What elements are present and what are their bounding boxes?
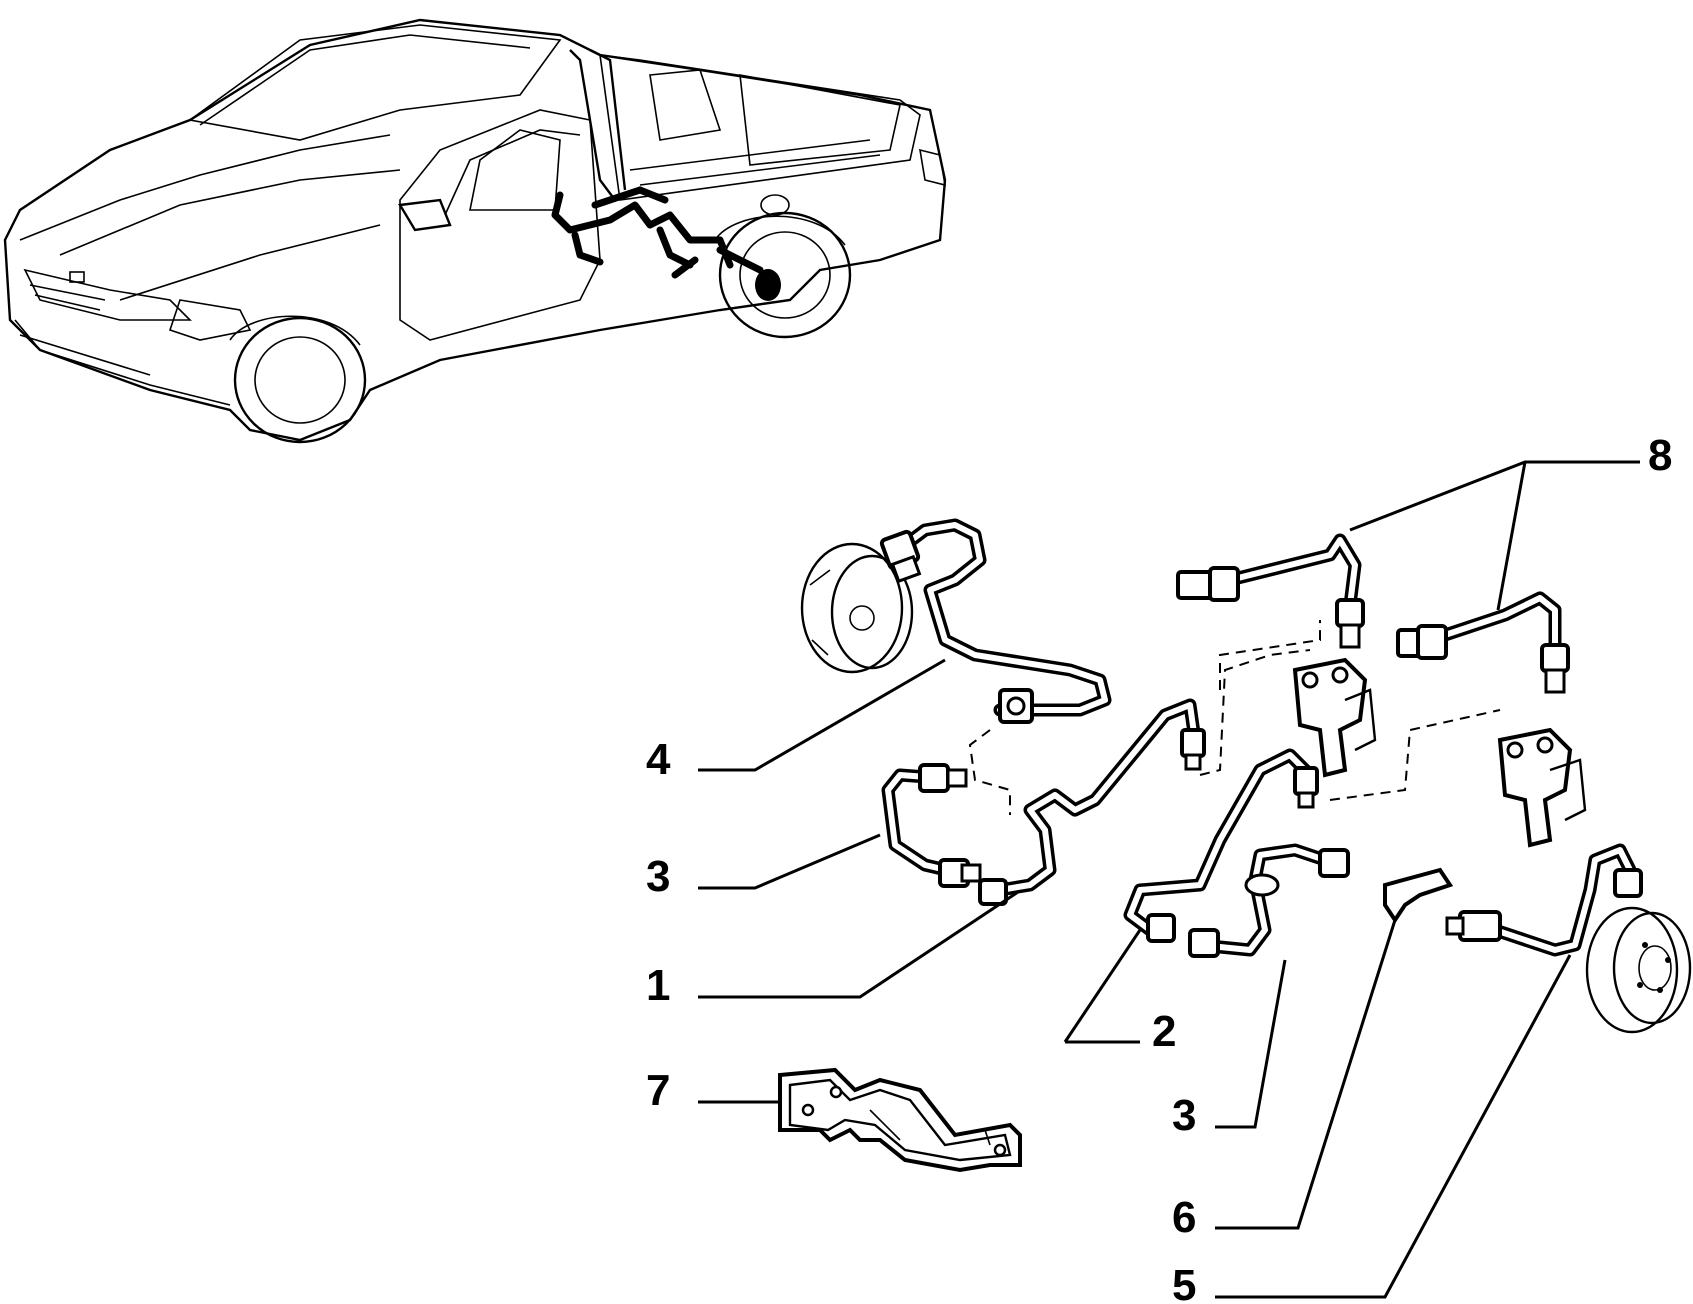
part-8-link-dashed bbox=[1219, 620, 1321, 690]
regulator-link-dashed bbox=[1329, 709, 1501, 801]
part-3-right-pipe bbox=[1188, 843, 1350, 958]
part-1-link-dashed bbox=[1199, 649, 1311, 776]
brake-regulator-lower bbox=[1497, 727, 1587, 848]
part-3-left-pipe bbox=[881, 763, 982, 888]
callout-2: 2 bbox=[1152, 1007, 1176, 1056]
callout-5: 5 bbox=[1172, 1261, 1196, 1304]
part-8-upper-hose bbox=[1176, 533, 1365, 649]
part-8-lower-hose bbox=[1396, 591, 1570, 694]
callout-6: 6 bbox=[1172, 1193, 1196, 1242]
part-1-brake-pipe bbox=[978, 698, 1206, 906]
callout-1: 1 bbox=[646, 961, 670, 1010]
callout-4: 4 bbox=[646, 735, 671, 784]
vehicle-illustration bbox=[3, 18, 947, 444]
callout-8: 8 bbox=[1648, 431, 1672, 480]
part-7-heat-shield bbox=[778, 1067, 1022, 1173]
callout-3-left: 3 bbox=[646, 852, 670, 901]
callout-7: 7 bbox=[646, 1066, 670, 1115]
part-6-clip bbox=[1383, 867, 1454, 924]
callout-3-right: 3 bbox=[1172, 1091, 1196, 1140]
part-5-brake-pipe bbox=[1445, 843, 1692, 1034]
part-4-link-dashed bbox=[968, 729, 1011, 815]
brake-regulator-upper bbox=[1292, 657, 1377, 778]
leader-lines bbox=[698, 460, 1640, 1299]
part-4-brake-pipe bbox=[800, 518, 1112, 724]
part-2-brake-pipe bbox=[1123, 748, 1319, 943]
